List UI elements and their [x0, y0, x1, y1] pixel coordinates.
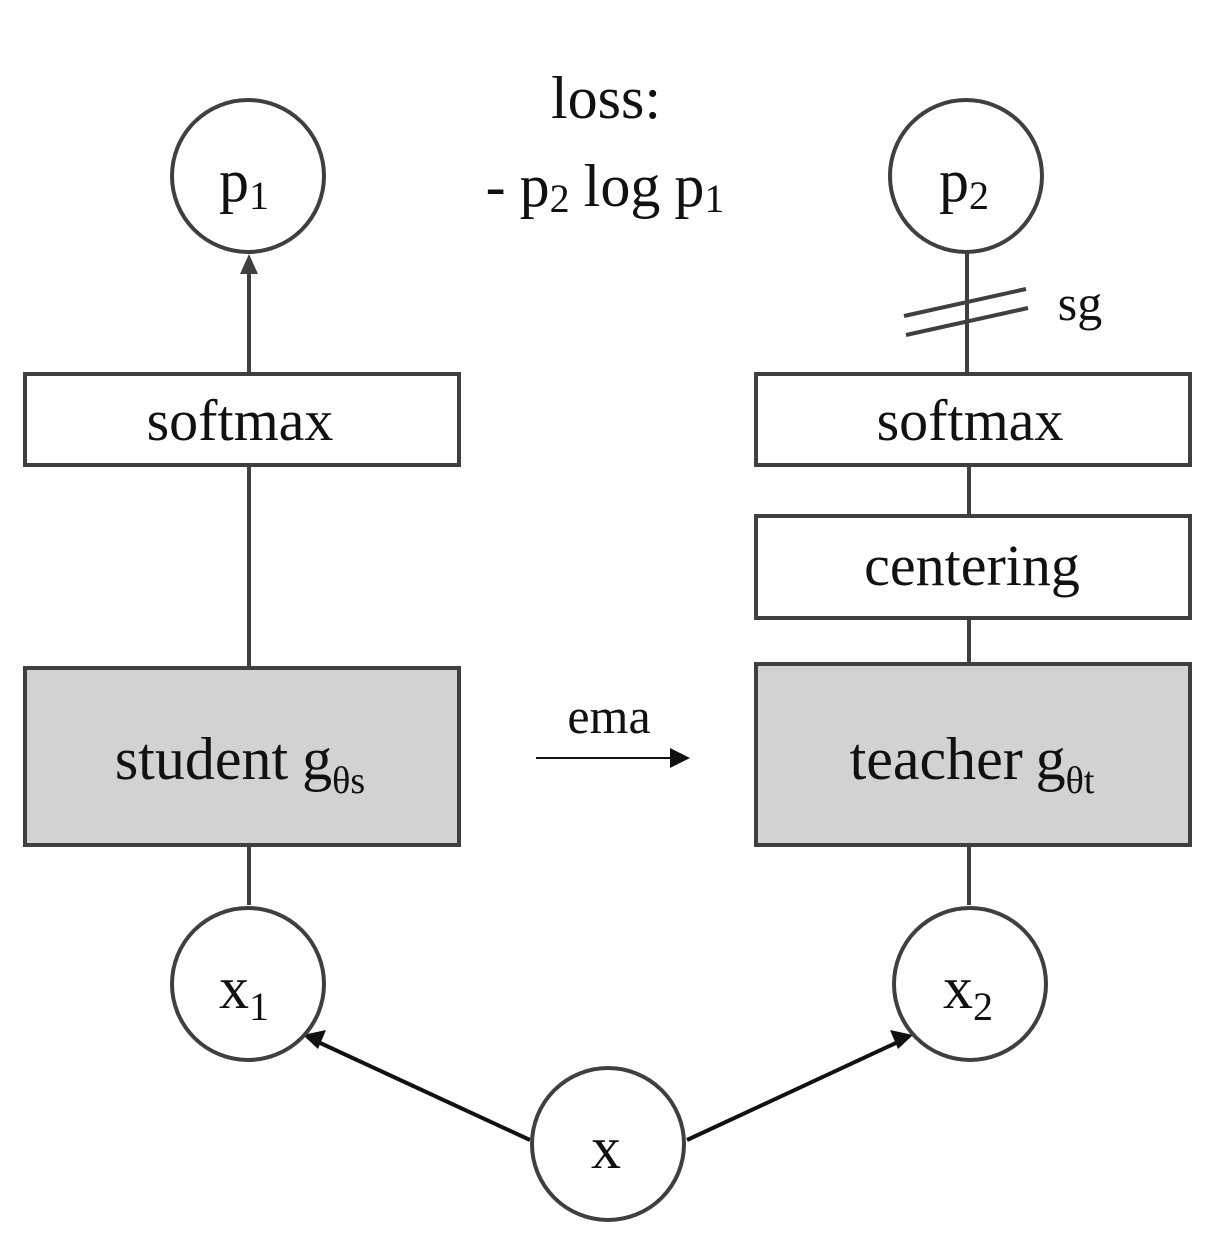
- ema-label: ema: [567, 688, 650, 744]
- edge-x-to-x1: [317, 1040, 531, 1142]
- node-p1: [170, 98, 326, 254]
- teacher-softmax-box: [754, 372, 1192, 467]
- student-softmax-label: softmax: [147, 388, 334, 453]
- arrowhead-x2: [890, 1030, 913, 1049]
- edge-x-to-x2: [686, 1040, 899, 1142]
- ema-arrowhead: [670, 748, 690, 768]
- stop-gradient-label: sg: [1058, 275, 1102, 331]
- node-x2: [892, 906, 1048, 1062]
- student-arrowhead-p1: [240, 254, 258, 274]
- node-p1-label: p1: [219, 148, 269, 218]
- node-p2: [888, 98, 1044, 254]
- teacher-softmax-label: softmax: [877, 388, 1064, 453]
- node-p2-label: p2: [939, 148, 989, 218]
- sg-slash-2: [905, 306, 1029, 337]
- node-x1: [170, 906, 326, 1062]
- sg-slash-1: [903, 287, 1027, 318]
- teacher-network-box: [754, 662, 1192, 847]
- student-softmax-box: [23, 372, 461, 467]
- node-x1-label: x1: [219, 955, 269, 1029]
- loss-title: loss:: [551, 65, 661, 131]
- teacher-centering-label: centering: [864, 533, 1080, 598]
- node-x: [530, 1066, 686, 1222]
- arrowhead-x1: [303, 1030, 326, 1049]
- student-network-box: [23, 666, 461, 847]
- node-x-label: x: [591, 1115, 621, 1181]
- teacher-centering-box: [754, 514, 1192, 620]
- node-x2-label: x2: [943, 955, 993, 1029]
